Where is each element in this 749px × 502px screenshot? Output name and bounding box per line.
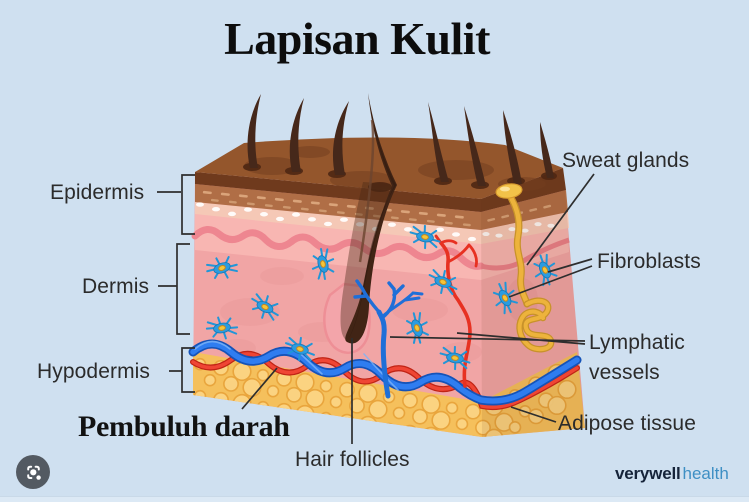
dermal-papillae-wave	[191, 226, 485, 270]
label-hypodermis: Hypodermis	[37, 360, 151, 383]
dermal-artery	[434, 234, 478, 388]
label-dermis: Dermis	[82, 275, 150, 298]
google-lens-icon	[26, 465, 41, 480]
brand-suffix: health	[682, 464, 729, 483]
label-lymphatic-vessels: Lymphatic vessels	[589, 331, 685, 384]
viewer-bottom-strip	[0, 496, 749, 502]
label-adipose-tissue: Adipose tissue	[558, 412, 696, 435]
label-hair-follicles: Hair follicles	[295, 448, 410, 471]
brand-name: verywell	[615, 464, 681, 483]
lymphatic-vessel	[353, 279, 424, 399]
diagram-title: Lapisan Kulit	[224, 13, 490, 64]
label-fibroblasts: Fibroblasts	[597, 250, 701, 273]
leader-lines	[157, 173, 595, 444]
hair-follicle	[323, 93, 397, 354]
label-epidermis: Epidermis	[50, 181, 145, 204]
label-sweat-glands: Sweat glands	[562, 149, 690, 172]
google-lens-button[interactable]	[16, 455, 50, 489]
hair-strands	[247, 94, 554, 186]
label-blood-vessels: Pembuluh darah	[78, 410, 290, 443]
